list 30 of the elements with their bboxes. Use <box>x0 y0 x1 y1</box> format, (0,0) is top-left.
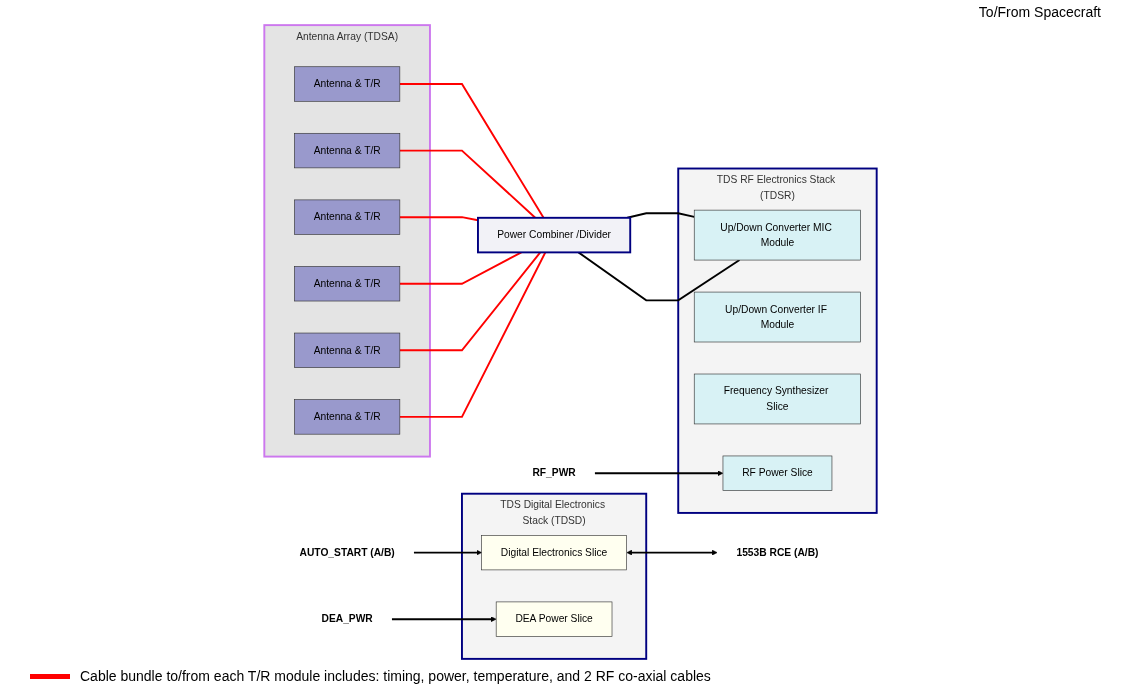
node-box: Power Combiner /Divider <box>477 216 632 254</box>
node-text: 1553B RCE (A/B) <box>736 546 819 558</box>
connector <box>398 251 523 285</box>
note-text: To/From Spacecraft <box>978 4 1101 20</box>
legend-text: Cable bundle to/from each T/R module includes: timing, power, temperature, and 2 RF co-axial cables <box>80 668 711 684</box>
node-box: DEA Power Slice <box>495 601 613 637</box>
node-text: AUTO_START (A/B) <box>299 546 395 558</box>
connector <box>626 212 696 219</box>
node-box: Antenna & T/R <box>294 399 401 435</box>
connector <box>398 149 537 219</box>
node-box: Digital Electronics Slice <box>481 535 627 571</box>
node-box: Antenna & T/R <box>294 66 401 102</box>
node-text: DEA_PWR <box>321 613 373 625</box>
node-box: Antenna & T/R <box>294 266 401 302</box>
node-box: Antenna & T/R <box>294 199 401 235</box>
node-box: Up/Down Converter MIC Module <box>693 209 861 261</box>
connector <box>398 251 542 352</box>
node-box: Frequency Synthesizer Slice <box>693 373 861 425</box>
arrow <box>593 470 724 477</box>
node-text: RF_PWR <box>532 467 576 479</box>
node-box: Up/Down Converter IF Module <box>693 291 861 343</box>
node-box: RF Power Slice <box>722 455 833 491</box>
node-box: Antenna & T/R <box>294 332 401 368</box>
node-box: Antenna & T/R <box>294 133 401 169</box>
arrow <box>626 549 718 556</box>
connector <box>398 83 545 219</box>
arrow <box>413 549 482 556</box>
arrow <box>391 616 497 622</box>
connector <box>577 251 741 302</box>
connector <box>398 251 547 418</box>
